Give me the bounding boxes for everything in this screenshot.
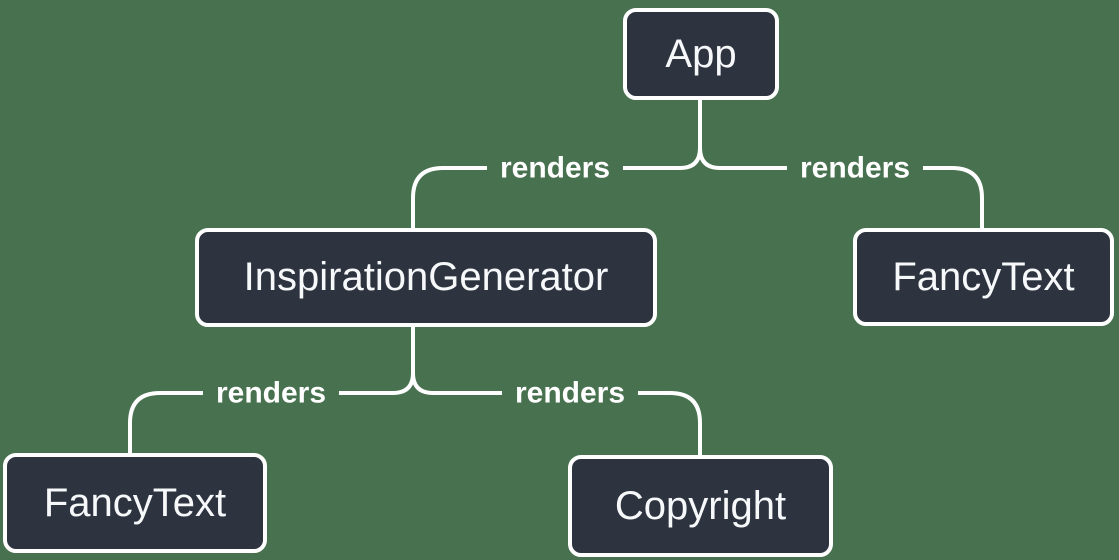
node-fancy-text-bottom-label: FancyText [43,480,227,525]
node-fancy-text-top: FancyText [853,228,1114,326]
node-fancy-text-bottom: FancyText [3,453,267,553]
node-copyright: Copyright [568,455,833,557]
node-inspiration-generator-label: InspirationGenerator [243,255,609,299]
edge-app-to-fancytext [698,146,984,230]
edge-inspirationgenerator-to-copyright [411,371,702,457]
edge-label-renders-app-inspirationgenerator: renders [486,151,624,185]
edge-label-renders-app-fancytext: renders [786,151,924,185]
node-fancy-text-top-label: FancyText [892,254,1075,299]
edge-label-renders-inspirationgenerator-copyright: renders [501,376,639,410]
node-inspiration-generator: InspirationGenerator [195,228,657,327]
node-copyright-label: Copyright [614,483,787,528]
edge-label-renders-inspirationgenerator-fancytext: renders [202,376,340,410]
node-app: App [623,8,779,100]
node-app-label: App [665,31,737,76]
